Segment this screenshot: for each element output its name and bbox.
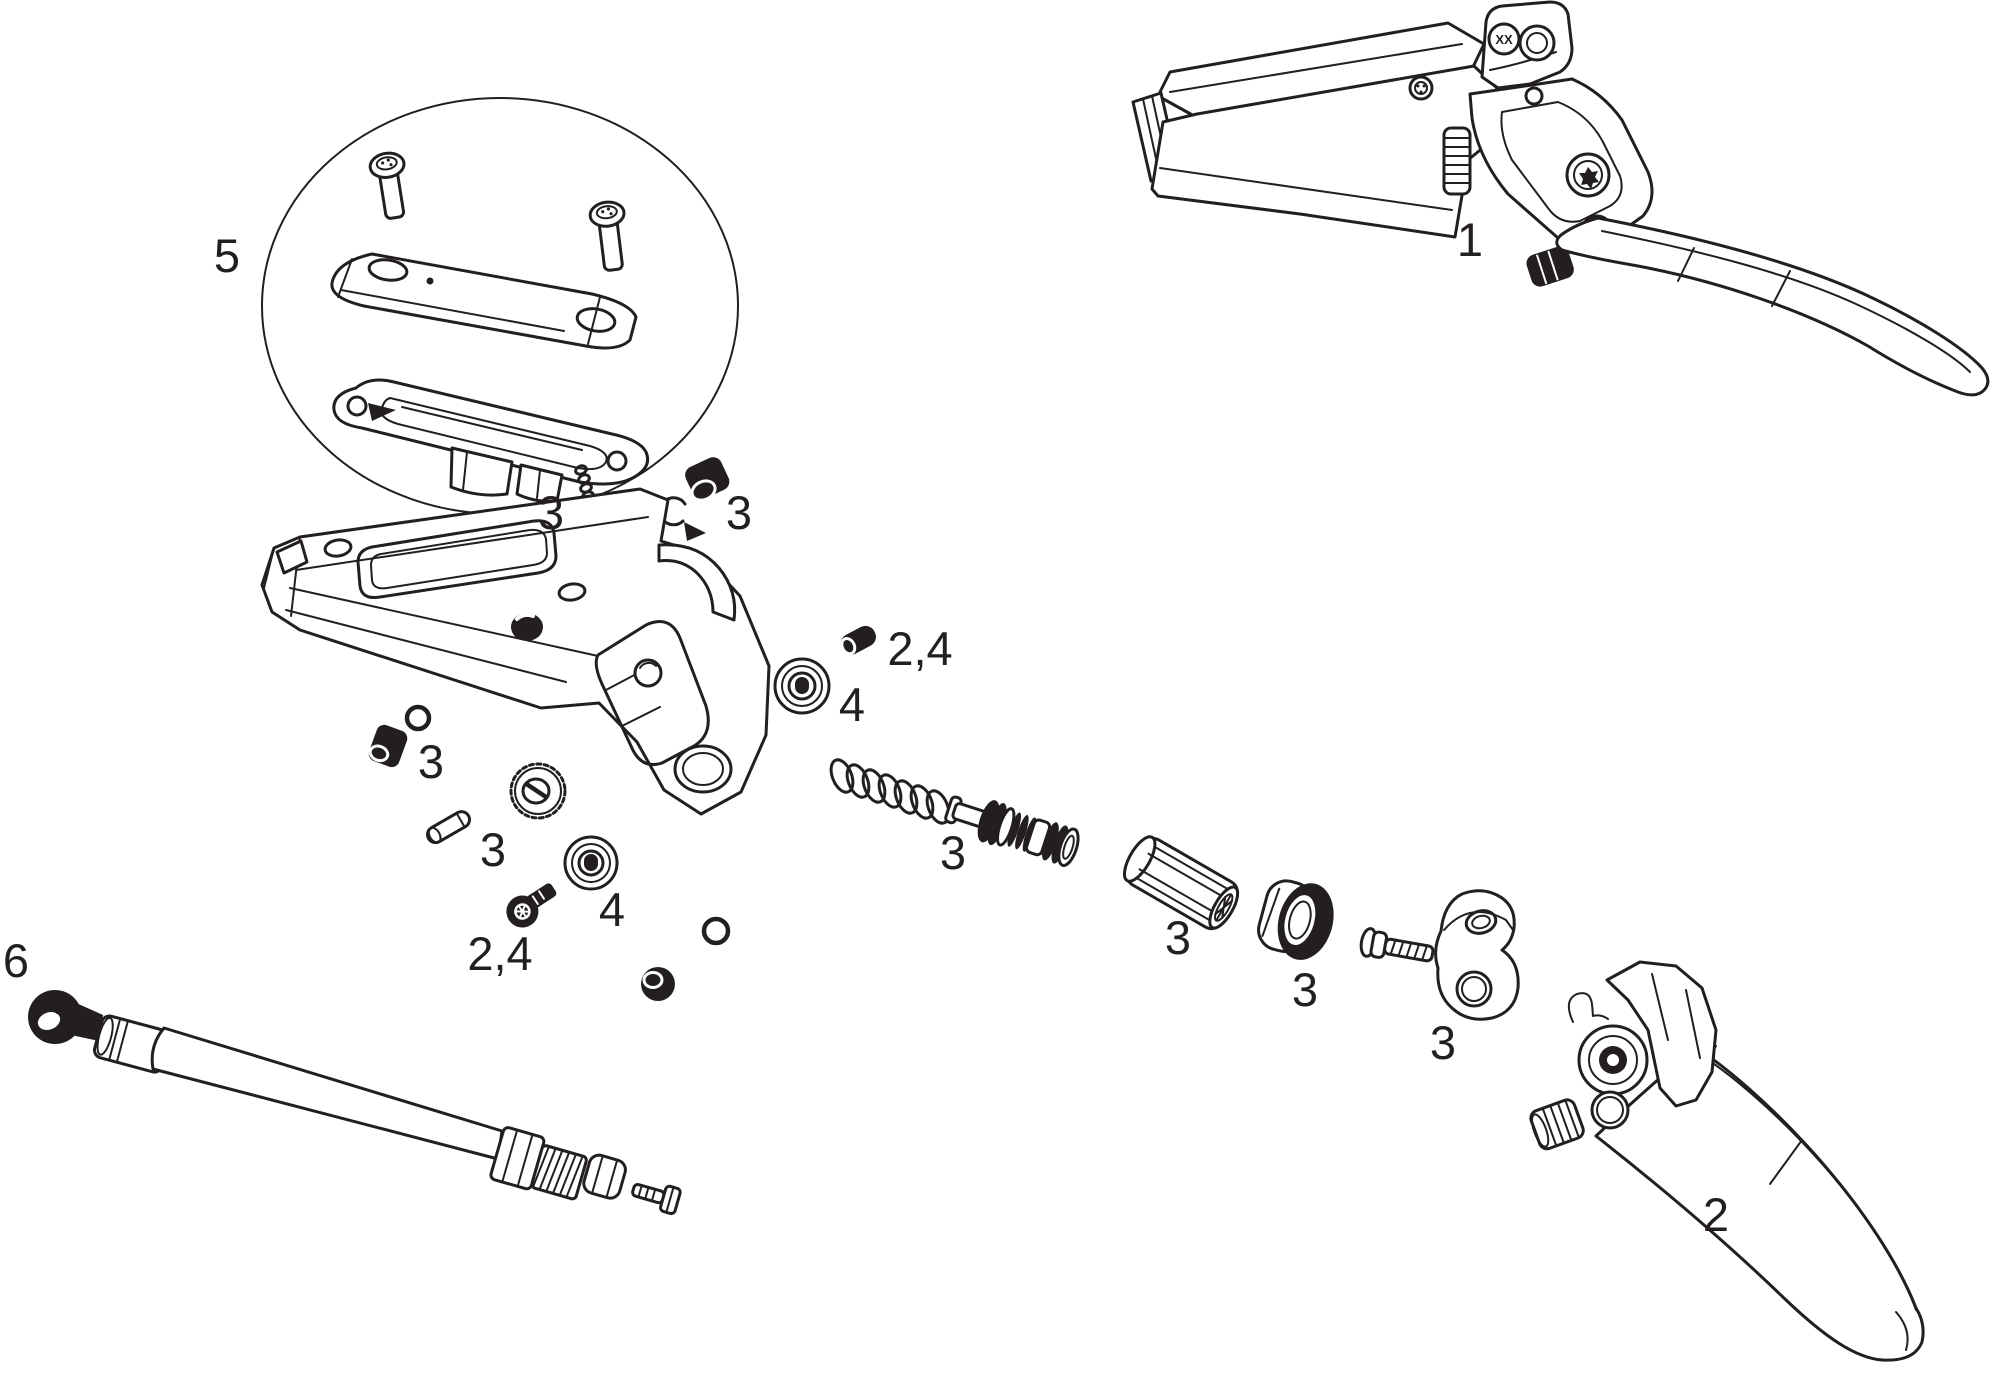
compression-nut	[489, 1126, 588, 1201]
pivot-screw	[506, 883, 557, 928]
lever1-reach-knob	[1526, 246, 1574, 287]
callout-2: 2	[1703, 1188, 1729, 1241]
lever-blade	[1529, 960, 1925, 1362]
piston-sleeve	[1122, 835, 1240, 931]
callout-24-pin: 2,4	[887, 622, 952, 675]
callout-24-screw: 2,4	[467, 927, 532, 980]
callout-3-pin: 3	[480, 823, 506, 876]
linkage-spring-wire	[1443, 911, 1514, 931]
blade-spring-hook	[1567, 992, 1609, 1023]
callout-3-setscrew: 3	[418, 735, 444, 788]
compression-olive	[582, 1153, 627, 1200]
hose-barb	[631, 1183, 682, 1216]
piston-spring	[829, 758, 951, 825]
lever1-pivot-torx	[1565, 152, 1611, 198]
callout-4-upper: 4	[839, 678, 865, 731]
contact-adjust-dial	[509, 762, 567, 820]
callout-3-sleeve: 3	[1165, 911, 1191, 964]
reservoir-opening	[356, 519, 558, 599]
xx-logo: XX	[1495, 32, 1513, 47]
lever-assembly: XX	[1131, 0, 1990, 397]
bleed-screw-cap	[685, 457, 730, 502]
set-screw	[368, 724, 408, 768]
lever1-blade	[1555, 216, 1990, 397]
ring-nut	[1257, 879, 1334, 960]
reach-adjust-knob	[1529, 1098, 1585, 1151]
callout-3-spring: 3	[538, 486, 564, 539]
master-piston	[944, 795, 1080, 867]
reservoir-cover	[330, 252, 638, 350]
cam-roller	[633, 658, 663, 688]
reservoir-cover-kit	[261, 97, 739, 537]
blade-arm	[1594, 1038, 1925, 1362]
pivot-bearing-upper	[773, 657, 831, 715]
blade-clamp-interface	[1605, 960, 1718, 1108]
circlip-arrow	[684, 522, 706, 541]
callout-6: 6	[3, 934, 29, 987]
hose-port	[511, 613, 543, 641]
callout-1: 1	[1457, 213, 1483, 266]
piston-cap	[641, 967, 675, 1001]
cam-linkage	[1359, 889, 1520, 1021]
o-ring-piston	[701, 916, 731, 946]
callout-5: 5	[214, 229, 240, 282]
cover-screw-right	[588, 200, 626, 272]
reservoir-bladder	[332, 378, 650, 503]
pivot-pin	[840, 625, 876, 656]
clamp-hinge-band	[657, 543, 737, 622]
callout-labels: 1 2 5 6 3 3 2,4 4 3 3 4 2,4 3 3 3 3	[3, 213, 1729, 1241]
bladder-arrow	[368, 403, 396, 421]
pivot-bearing-lower	[563, 835, 619, 891]
body-clamp-tab	[275, 539, 309, 575]
callout-3-linkage: 3	[1430, 1016, 1456, 1069]
callout-3-ringnut: 3	[1292, 963, 1318, 1016]
o-ring-small	[404, 704, 432, 732]
hose-assembly	[28, 990, 682, 1216]
clevis-pin	[426, 810, 471, 845]
callout-4-lower: 4	[599, 883, 625, 936]
lever1-contact-knob	[1442, 126, 1472, 196]
cover-screw-left	[368, 151, 406, 220]
lever-body	[260, 487, 771, 816]
hydraulic-hose	[150, 1026, 504, 1161]
callout-3-bleed: 3	[726, 486, 752, 539]
callout-3-piston: 3	[940, 826, 966, 879]
bleed-port-parts	[658, 457, 730, 541]
piston-assembly	[829, 758, 1080, 867]
lever1-torx-bolt-small	[1408, 75, 1434, 101]
